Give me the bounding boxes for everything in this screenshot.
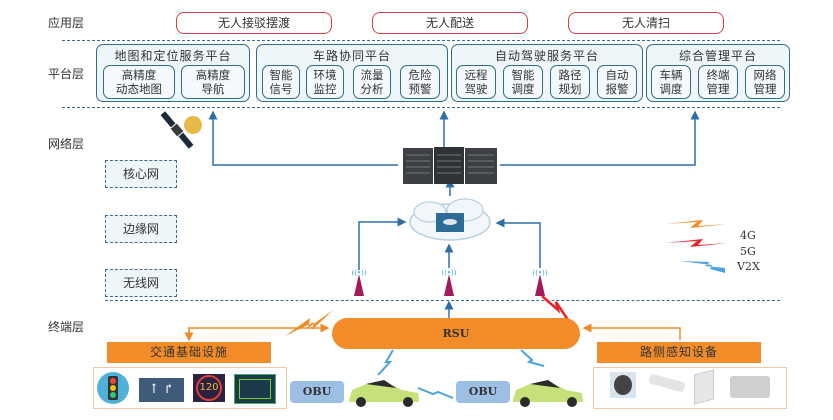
layer-label-network: 网络层	[48, 137, 85, 151]
app-cleaning: 无人清扫	[568, 12, 724, 34]
lane-sign-icon: ↑ ↱	[139, 378, 184, 402]
app-shuttle: 无人接驳摆渡	[176, 12, 332, 34]
bullet-camera-icon	[648, 373, 686, 393]
roadside-sensing-devices	[593, 367, 787, 409]
separator-app-platform	[62, 40, 780, 41]
platform-title: 自动驾驶服务平台	[494, 49, 599, 63]
svg-text:((•)): ((•))	[532, 269, 547, 277]
cell-tower-icon: ((•))	[532, 269, 548, 296]
network-core: 核心网	[105, 160, 177, 188]
platform-title: 地图和定位服务平台	[114, 49, 232, 63]
platform-map-positioning: 地图和定位服务平台 高精度 动态地图 高精度 导航	[96, 44, 250, 102]
platform-vehicle-road-cooperation: 车路协同平台 智能 信号 环境 监控 流量 分析 危险 预警	[256, 44, 448, 102]
platform-title: 综合管理平台	[678, 49, 757, 63]
platform-item: 远程 驾驶	[456, 65, 496, 99]
legend-v2x-label: V2X	[737, 260, 760, 273]
lidar-unit-icon	[730, 376, 770, 398]
legend-5g-bolt-icon	[665, 239, 728, 247]
obu-left: OBU	[290, 381, 344, 403]
separator-network-terminal	[105, 300, 780, 301]
radar-panel-icon	[694, 369, 714, 405]
network-wireless: 无线网	[105, 269, 177, 297]
satellite-icon	[160, 111, 202, 149]
platform-autonomous-driving: 自动驾驶服务平台 远程 驾驶 智能 调度 路径 规划 自动 报警	[451, 44, 643, 102]
rsu-connector-lines	[184, 323, 681, 342]
roadside-sensing-label: 路侧感知设备	[597, 342, 761, 363]
svg-text:((•)): ((•))	[351, 269, 366, 277]
platform-item: 流量 分析	[353, 65, 391, 99]
network-edge: 边缘网	[105, 215, 177, 243]
layer-label-platform: 平台层	[48, 67, 85, 81]
4g-link-icon	[285, 310, 333, 336]
speed-limit-value: 120	[196, 375, 222, 401]
platform-item: 路径 规划	[550, 65, 590, 99]
svg-text:((•)): ((•))	[441, 269, 456, 277]
app-delivery: 无人配送	[372, 12, 528, 34]
platform-item: 车辆 调度	[651, 65, 691, 99]
platform-item: 自动 报警	[597, 65, 637, 99]
layer-label-terminal: 终端层	[48, 320, 85, 334]
cell-tower-icon: ((•))	[351, 269, 367, 296]
layer-label-application: 应用层	[48, 16, 85, 30]
platform-item: 终端 管理	[698, 65, 738, 99]
car-icon	[349, 380, 419, 407]
platform-item: 网络 管理	[745, 65, 785, 99]
traffic-infrastructure-devices: ↑ ↱ 120	[93, 367, 287, 409]
server-cluster-icon	[403, 147, 497, 184]
v2x-link-icons	[377, 349, 545, 399]
traffic-light-icon	[97, 372, 129, 404]
5g-link-icon	[541, 295, 574, 327]
cell-tower-icon: ((•))	[441, 269, 457, 296]
platform-item: 高精度 导航	[181, 65, 245, 99]
platform-item: 智能 信号	[262, 65, 300, 99]
separator-platform-network	[62, 107, 780, 108]
legend-4g-label: 4G	[740, 229, 756, 242]
platform-title: 车路协同平台	[312, 49, 391, 63]
traffic-infrastructure-label: 交通基础设施	[107, 342, 271, 363]
obu-right: OBU	[456, 381, 510, 403]
platform-item: 危险 预警	[400, 65, 440, 99]
edge-cloud-switch-icon	[409, 198, 491, 241]
display-board-icon	[234, 374, 276, 404]
legend-5g-label: 5G	[740, 245, 756, 258]
rsu-node: RSU	[332, 318, 580, 349]
platform-integrated-management: 综合管理平台 车辆 调度 终端 管理 网络 管理	[646, 44, 790, 102]
platform-item: 环境 监控	[306, 65, 344, 99]
platform-item: 高精度 动态地图	[103, 65, 175, 99]
camera-dome-icon	[610, 372, 636, 398]
car-icon	[513, 380, 583, 407]
speed-limit-sign-icon: 120	[193, 374, 225, 402]
legend-4g-bolt-icon	[665, 220, 728, 228]
core-connection-lines	[208, 110, 700, 318]
legend-v2x-bolt-icon	[680, 261, 725, 273]
platform-item: 智能 调度	[503, 65, 543, 99]
